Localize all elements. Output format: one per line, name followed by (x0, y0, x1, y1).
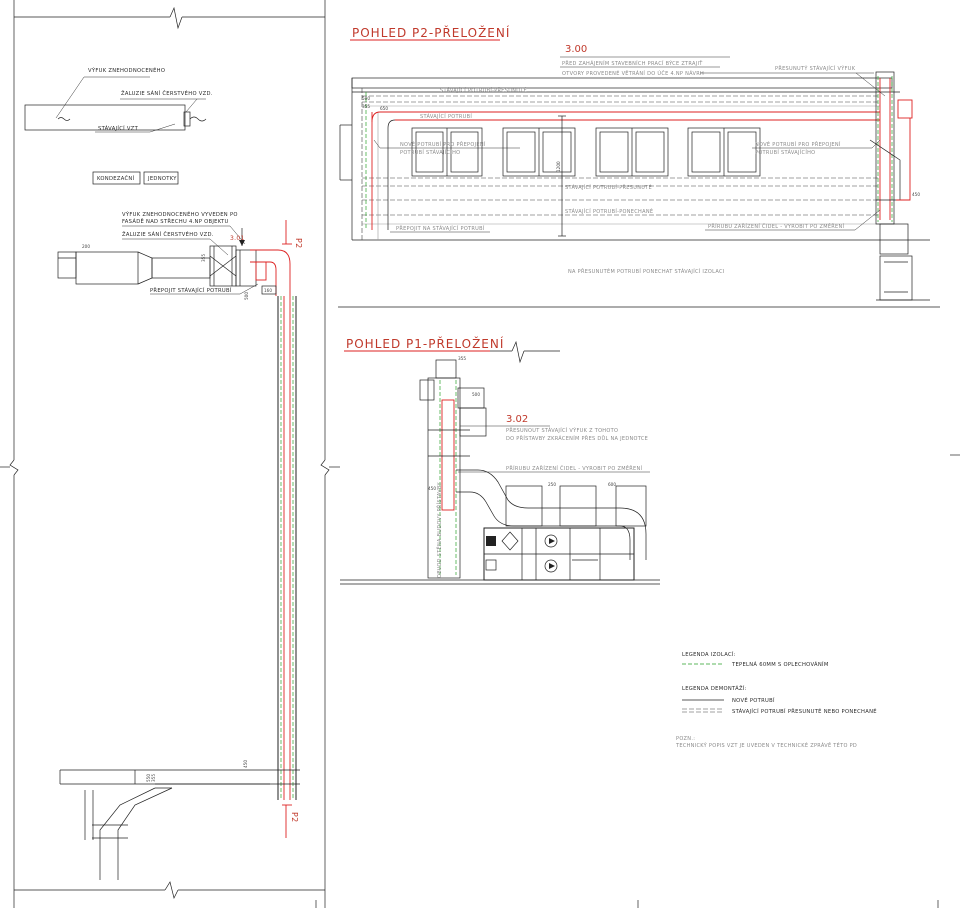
title-p1: POHLED P1-PŘELOŽENÍ (346, 336, 504, 351)
view-p1: POHLED P1-PŘELOŽENÍ (340, 336, 660, 585)
section-marker-p2-bottom: P2 (290, 812, 299, 823)
legend: LEGENDA IZOLACÍ: TEPELNÁ 60MM S OPLECHOV… (675, 651, 877, 749)
facade-riser (277, 296, 297, 800)
p2-izolace: NA PŘESUNUTÉM POTRUBÍ PONECHAT STÁVAJÍCÍ… (568, 267, 725, 275)
p1-note-2: DO PŘÍSTAVBY ZKRÁCENÍM PŘES DŮL NA JEDNO… (506, 434, 648, 442)
label-jednotky: JEDNOTKY (147, 176, 177, 182)
legend-pozn-text: TECHNICKÝ POPIS VZT JE UVEDEN V TECHNICK… (675, 741, 857, 749)
kondenzacni-box (92, 171, 141, 185)
dim-left-200: 200 (82, 244, 90, 249)
left-top-detail: VÝFUK ZNEHODNOCENÉHO ŽALUZIE SÁNÍ ČERSTV… (24, 66, 213, 133)
dim-p1-450: 450 (428, 486, 436, 491)
p1-note-1: PŘESUNOUT STÁVAJÍCÍ VÝFUK Z TOHOTO (506, 426, 618, 434)
dim-p1-250: 250 (548, 482, 556, 487)
p2-stav-ponechane: STÁVAJÍCÍ POTRUBÍ-PONECHANÉ (565, 207, 653, 215)
p2-note-1: PŘED ZAHÁJENÍM STAVEBNÍCH PRACÍ BÝCE ZTR… (562, 59, 703, 67)
dim-left-355: 355 (201, 254, 206, 262)
p2-stav-presunute: STÁVAJÍCÍ POTRUBÍ-PŘESUNUTÉ (440, 86, 527, 94)
left-mid-detail: VÝFUK ZNEHODNOCENÉHO VYVEDEN PO FASÁDĚ N… (57, 210, 303, 300)
dim-p2-1200: 1200 (556, 161, 561, 172)
p2-stav-presunute-2: STÁVAJÍCÍ POTRUBÍ-PŘESUNUTÉ (565, 183, 652, 191)
p2-nove-right-1: NOVÉ POTRUBÍ PRO PŘEPOJENÍ (755, 140, 841, 148)
label-vyfuk-fasade-2: FASÁDĚ NAD STŘECHU 4.NP OBJEKTU (122, 217, 229, 225)
p2-nove-right-2: POTRUBÍ STÁVAJÍCÍHO (755, 149, 815, 156)
left-bottom-detail: 550 355 450 P2 (59, 760, 300, 880)
dim-bottom-550: 550 (146, 774, 151, 782)
legend-demontazi-title: LEGENDA DEMONTÁŽÍ: (682, 684, 747, 692)
dim-p1-600: 600 (608, 482, 616, 487)
label-prepojit-left: PŘEPOJIT STÁVAJÍCÍ POTRUBÍ (150, 286, 232, 294)
label-kondenzacni: KONDEZAČNÍ (97, 175, 135, 182)
section-marker-p2-top: P2 (294, 238, 303, 249)
p1-wall: OBVOD STĚNA BUDOVY PŘÍSTAVBY (435, 482, 443, 578)
dim-bottom-450: 450 (243, 760, 248, 768)
legend-nove: NOVÉ POTRUBÍ (732, 696, 775, 704)
dim-p2-450: 450 (912, 192, 920, 197)
p1-prirubu: PŘÍRUBU ZAŘÍZENÍ ČIDEL - VYROBIT PO ZMĚŘ… (506, 464, 643, 472)
title-p2: POHLED P2-PŘELOŽENÍ (352, 25, 510, 40)
legend-tepelna: TEPELNÁ 60MM S OPLECHOVÁNÍM (731, 661, 829, 668)
label-vyfuk-top: VÝFUK ZNEHODNOCENÉHO (88, 66, 165, 74)
dim-p2-650: 650 (380, 106, 388, 111)
p2-nove-left-2: POTRUBÍ STÁVAJÍCÍHO (400, 149, 460, 156)
label-zaluzie-top: ŽALUZIE SÁNÍ ČERSTVÉHO VZD. (121, 89, 213, 97)
dim-p2-500: 500 (362, 96, 370, 101)
label-vyfuk-fasade-1: VÝFUK ZNEHODNOCENÉHO VYVEDEN PO (122, 210, 238, 218)
label-stavajici-vzt: STÁVAJÍCÍ VZT (98, 125, 139, 132)
p2-prepojit: PŘEPOJIT NA STÁVAJÍCÍ POTRUBÍ (396, 224, 485, 232)
p2-prirubu: PŘÍRUBU ZAŘÍZENÍ ČIDEL - VYROBIT PO ZMĚŘ… (708, 222, 845, 230)
marker-300: 3.00 (565, 44, 587, 55)
unit-buttons: KONDEZAČNÍ JEDNOTKY (92, 171, 179, 185)
p2-note-2: OTVORY PROVEDENÉ VĚTRÁNÍ DO ÚČE 4.NP NÁV… (562, 69, 704, 77)
dim-p1-500: 500 (472, 392, 480, 397)
dim-left-160: 160 (264, 288, 272, 293)
legend-pozn-title: POZN.: (676, 736, 695, 742)
marker-301: 3.01 (230, 235, 245, 242)
label-zaluzie-mid: ŽALUZIE SÁNÍ ČERSTVÉHO VZD. (122, 230, 214, 238)
p2-presunuty: PŘESUNUTÝ STÁVAJÍCÍ VÝFUK (775, 64, 856, 72)
marker-302: 3.02 (506, 414, 528, 425)
view-p2: POHLED P2-PŘELOŽENÍ (339, 25, 930, 301)
legend-izolaci-title: LEGENDA IZOLACÍ: (682, 651, 736, 658)
legend-stavajici: STÁVAJÍCÍ POTRUBÍ PŘESUNUTÉ NEBO PONECHA… (732, 707, 877, 715)
p2-stav-potrubi: STÁVAJÍCÍ POTRUBÍ (420, 113, 472, 120)
dim-p1-355: 355 (458, 356, 466, 361)
windows (411, 127, 761, 177)
dim-p2-355: 355 (362, 104, 370, 109)
dim-left-500: 500 (244, 292, 249, 300)
dim-bottom-355: 355 (151, 774, 156, 782)
p2-nove-left-1: NOVÉ POTRUBÍ PRO PŘEPOJENÍ (400, 140, 486, 148)
jednotky-box (143, 171, 179, 185)
